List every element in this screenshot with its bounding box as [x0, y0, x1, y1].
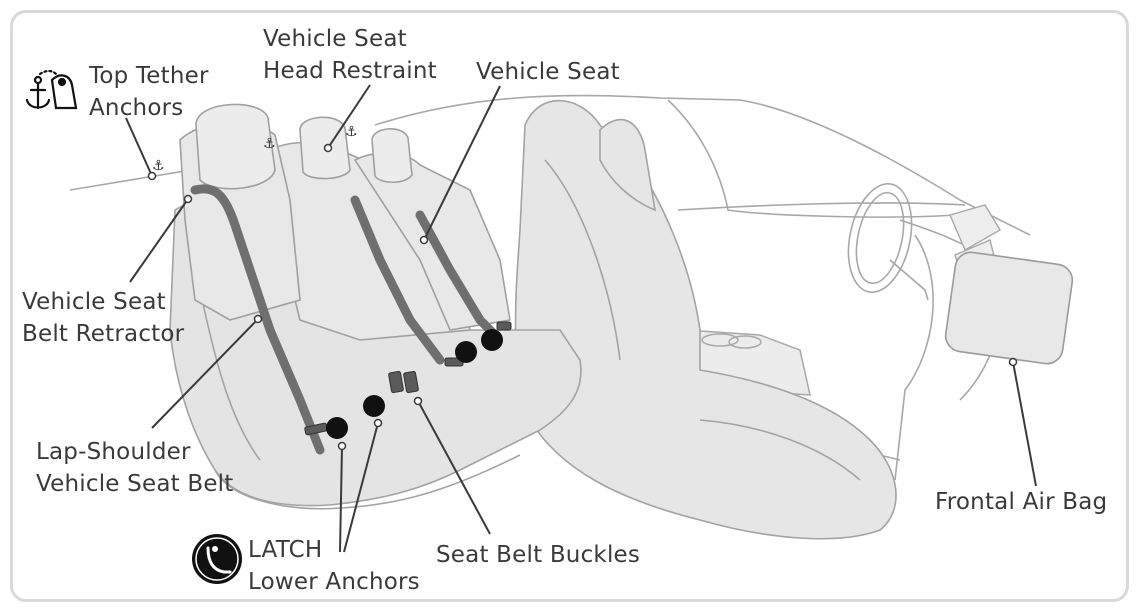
svg-text:⚓: ⚓ — [263, 136, 276, 152]
callout-dots — [147, 143, 1018, 451]
label-frontal-air-bag: Frontal Air Bag — [935, 486, 1107, 518]
label-line: Vehicle Seat — [476, 59, 620, 85]
label-line: LATCH — [248, 537, 323, 563]
label-top-tether-anchors: Top Tether Anchors — [89, 60, 209, 124]
callout-lines — [125, 84, 1037, 553]
label-head-restraint: Vehicle Seat Head Restraint — [263, 23, 437, 87]
label-line: Head Restraint — [263, 58, 437, 84]
frontal-air-bag-panel — [944, 251, 1074, 365]
label-line: Belt Retractor — [22, 321, 185, 347]
label-lap-shoulder-belt: Lap-Shoulder Vehicle Seat Belt — [36, 436, 233, 500]
label-line: Anchors — [89, 95, 184, 121]
svg-text:⚓: ⚓ — [345, 124, 358, 140]
anchor-child-seat-icon — [25, 69, 78, 110]
front-seat — [514, 99, 897, 540]
svg-text:⚓: ⚓ — [152, 158, 165, 174]
label-line: Lap-Shoulder — [36, 439, 191, 465]
seat-belt-buckles — [304, 321, 512, 436]
latch-badges — [326, 329, 503, 439]
label-line: Seat Belt Buckles — [436, 542, 641, 568]
label-line: Top Tether — [89, 63, 209, 89]
label-line: Lower Anchors — [248, 569, 420, 595]
steering-wheel — [847, 183, 929, 301]
label-line: Vehicle Seat Belt — [36, 471, 234, 497]
label-belt-retractor: Vehicle Seat Belt Retractor — [22, 286, 184, 350]
child-seat-latch-icon — [192, 534, 242, 584]
seat-belts — [190, 184, 500, 455]
label-vehicle-seat: Vehicle Seat — [476, 56, 620, 88]
label-line: Frontal Air Bag — [935, 489, 1108, 515]
label-line: Vehicle Seat — [22, 289, 166, 315]
label-latch-lower-anchors: LATCH Lower Anchors — [248, 534, 420, 598]
tether-anchor-marks: ⚓ ⚓ ⚓ — [152, 124, 358, 174]
label-line: Vehicle Seat — [263, 26, 407, 52]
label-seat-belt-buckles: Seat Belt Buckles — [436, 539, 640, 571]
